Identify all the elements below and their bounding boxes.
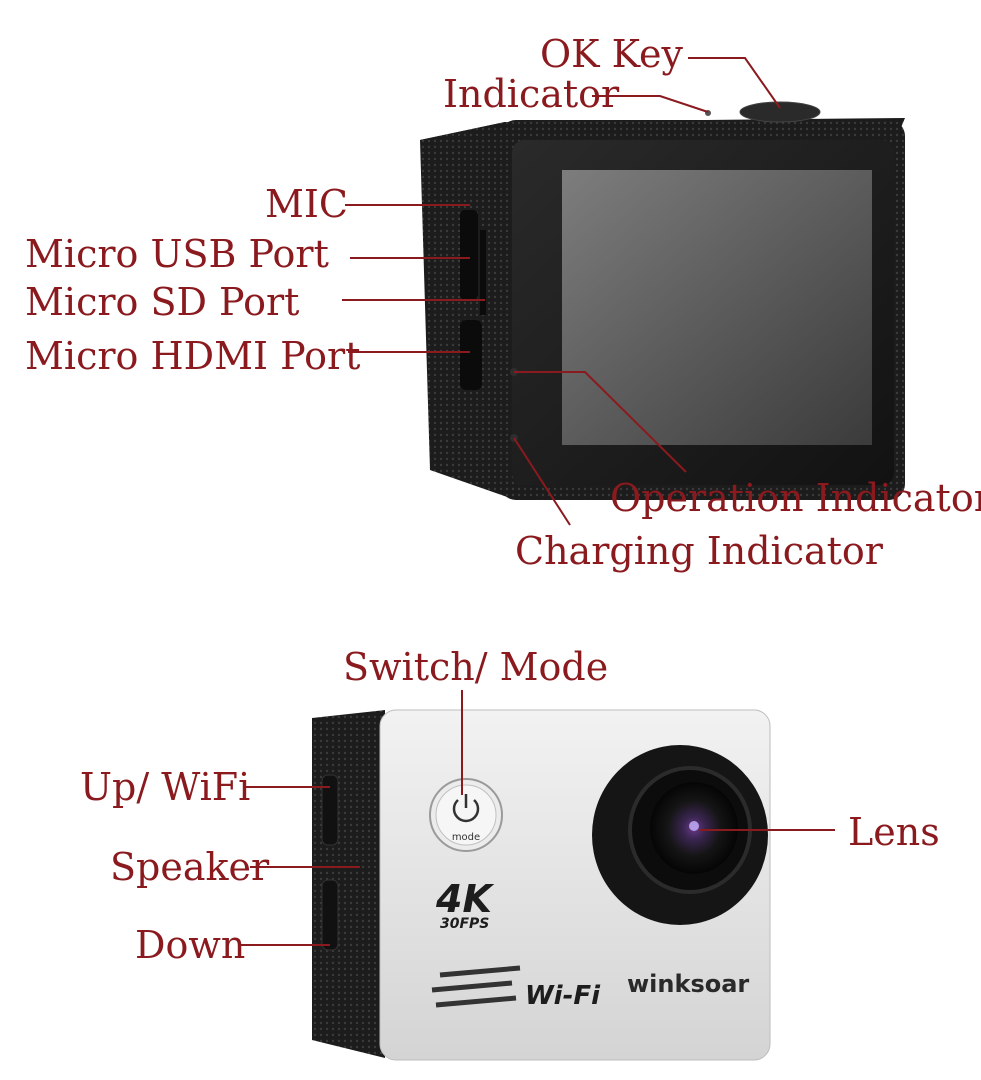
mode-button-text: mode xyxy=(452,832,480,843)
fps-logo: 30FPS xyxy=(440,916,489,932)
label-lens: Lens xyxy=(848,810,940,854)
camera-front-view: mode 4K 30FPS Wi-Fi winksoar xyxy=(312,709,771,1061)
label-switch-mode: Switch/ Mode xyxy=(343,645,608,689)
wifi-stripes-icon xyxy=(431,965,521,1008)
indicator-leader xyxy=(592,95,709,113)
micro-sd-slot-shape xyxy=(480,230,486,315)
mode-button-inner xyxy=(435,784,497,846)
camera-back-view xyxy=(420,101,905,500)
label-down: Down xyxy=(135,923,245,967)
brand-logo: winksoar xyxy=(627,970,749,998)
wifi-logo: Wi-Fi xyxy=(525,981,601,1011)
ok-key xyxy=(739,101,821,123)
label-speaker: Speaker xyxy=(110,845,270,889)
label-up-wifi: Up/ WiFi xyxy=(80,765,250,809)
operation-indicator-leader xyxy=(514,371,687,473)
ok-key-leader xyxy=(688,57,781,109)
label-micro-usb-port: Micro USB Port xyxy=(25,232,329,276)
camera-body-side xyxy=(420,122,510,498)
charging-indicator-leader xyxy=(513,437,571,526)
micro-usb-port-shape xyxy=(460,210,478,300)
up-wifi-button xyxy=(321,774,339,846)
power-icon xyxy=(452,799,480,823)
label-charging-indicator: Charging Indicator xyxy=(515,529,884,573)
lens-reflection xyxy=(689,821,699,831)
label-micro-sd-port: Micro SD Port xyxy=(25,280,299,324)
label-micro-hdmi-port: Micro HDMI Port xyxy=(25,334,360,378)
label-operation-indicator: Operation Indicator xyxy=(610,476,981,520)
label-ok-key: OK Key xyxy=(540,32,683,76)
down-button xyxy=(321,879,339,951)
resolution-logo: 4K xyxy=(435,877,494,921)
label-indicator: Indicator xyxy=(443,72,620,116)
lcd-screen xyxy=(562,170,872,445)
micro-hdmi-port-shape xyxy=(460,320,482,390)
label-mic: MIC xyxy=(265,182,348,226)
